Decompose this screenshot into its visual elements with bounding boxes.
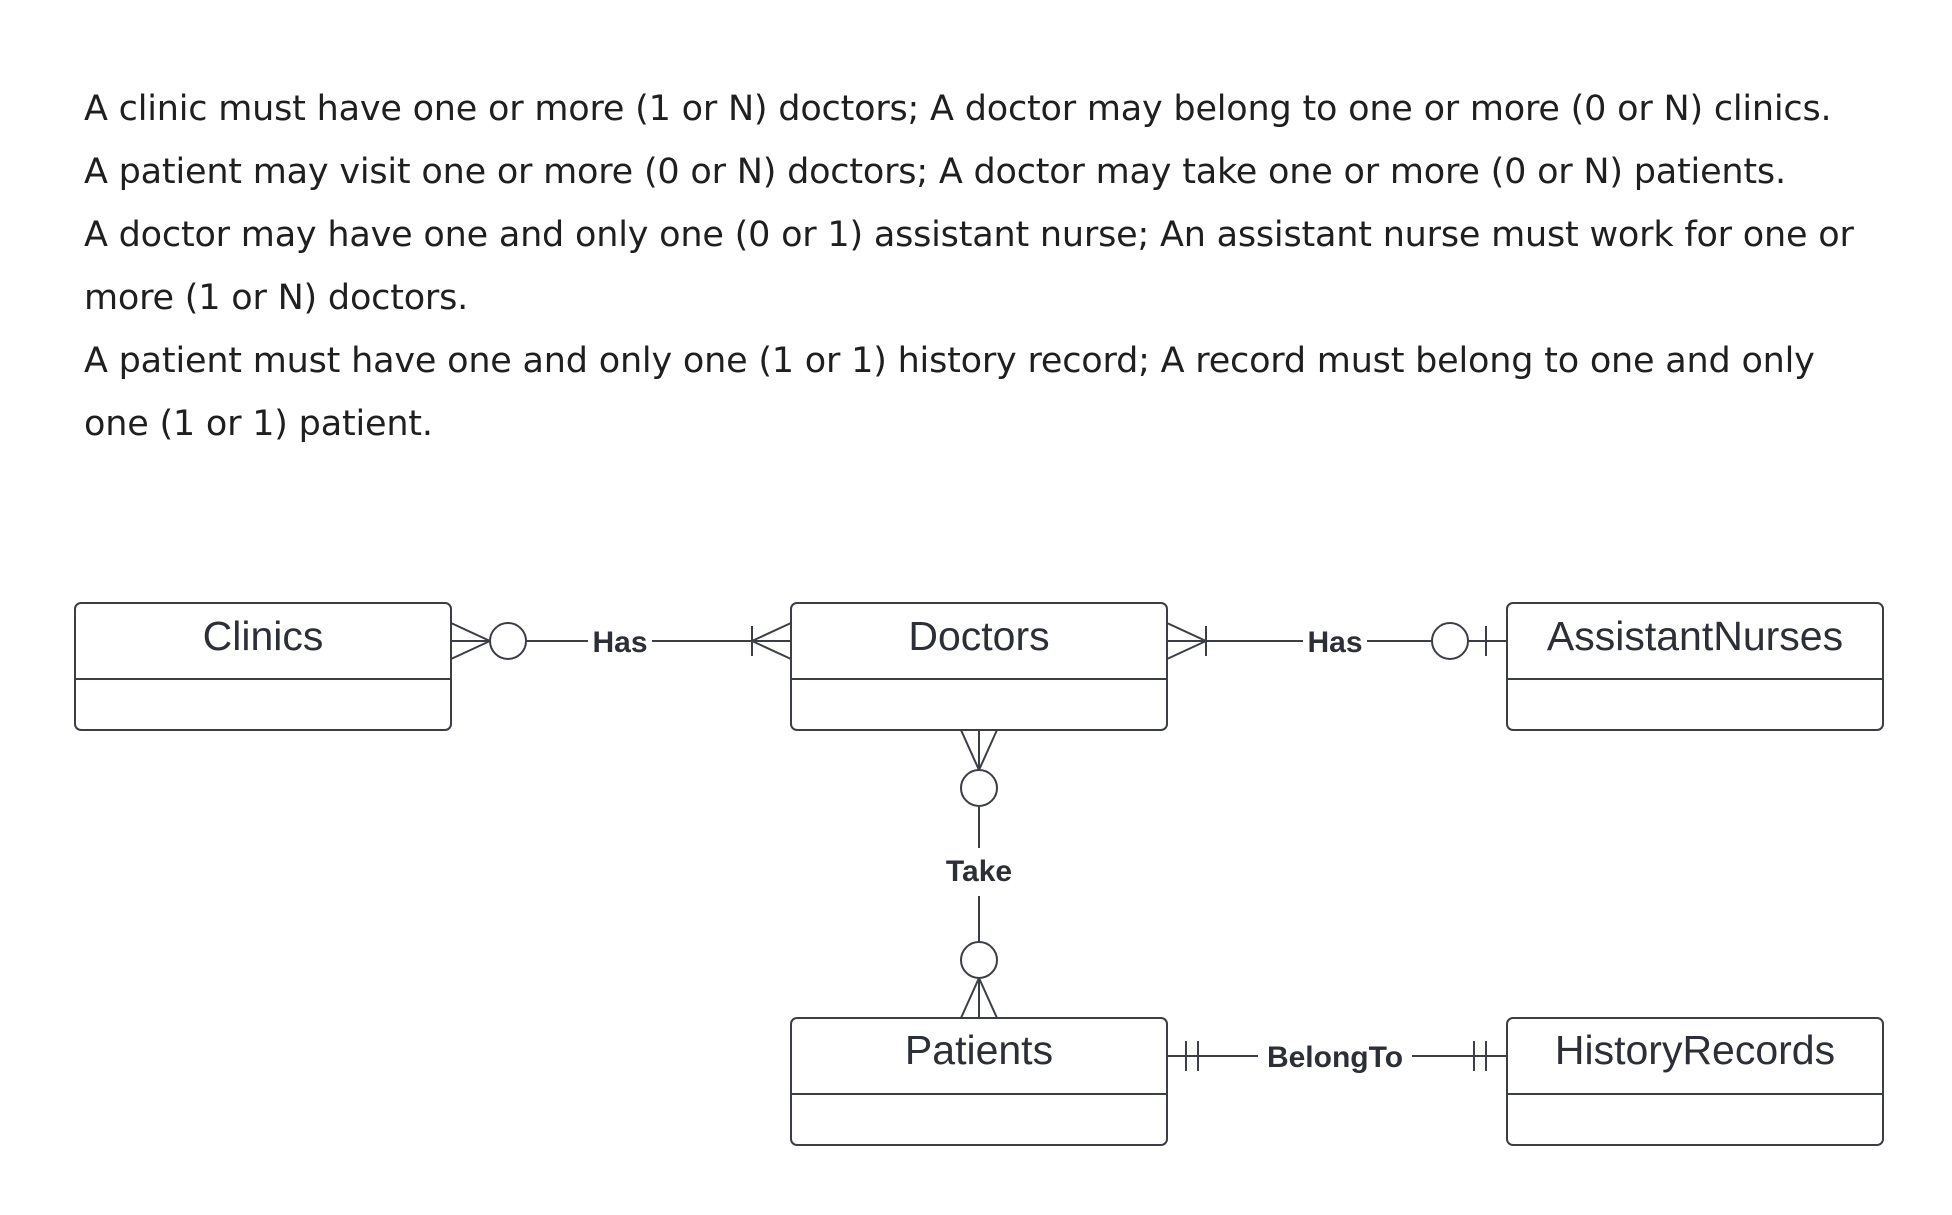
entity-assistant-nurses-title: AssistantNurses bbox=[1547, 613, 1843, 659]
entity-assistant-nurses[interactable]: AssistantNurses bbox=[1506, 602, 1884, 731]
zero-marker-clinics bbox=[489, 622, 527, 660]
entity-clinics[interactable]: Clinics bbox=[74, 602, 452, 731]
relationship-doctors-patients[interactable]: Take bbox=[935, 729, 1023, 1019]
zero-marker-nurses bbox=[1431, 622, 1469, 660]
crowfoot-doctors-upper bbox=[751, 622, 792, 642]
entity-doctors-title: Doctors bbox=[908, 613, 1049, 659]
crowfoot-clinics-lower bbox=[450, 640, 491, 660]
relationship-label-doctors-patients: Take bbox=[946, 855, 1012, 888]
requirements-text: A clinic must have one or more (1 or N) … bbox=[84, 78, 1884, 456]
requirement-doctors-nurses: A doctor may have one and only one (0 or… bbox=[84, 215, 1854, 318]
zero-marker-doctors-patient bbox=[960, 769, 998, 807]
crowfoot-clinics-upper bbox=[450, 622, 491, 642]
entity-patients-title: Patients bbox=[905, 1027, 1053, 1073]
crowfoot-doctors-lower bbox=[751, 640, 792, 660]
relationship-clinics-doctors[interactable]: Has bbox=[450, 620, 792, 660]
requirement-clinics-doctors: A clinic must have one or more (1 or N) … bbox=[84, 89, 1832, 129]
crowfoot-doctors-patient-right bbox=[978, 729, 998, 771]
entity-history-records[interactable]: HistoryRecords bbox=[1506, 1017, 1884, 1146]
zero-marker-patients bbox=[960, 941, 998, 979]
requirement-patients-doctors: A patient may visit one or more (0 or N)… bbox=[84, 152, 1786, 192]
entity-doctors[interactable]: Doctors bbox=[790, 602, 1168, 731]
requirement-patients-records: A patient must have one and only one (1 … bbox=[84, 341, 1815, 444]
relationship-label-patients-records: BelongTo bbox=[1267, 1041, 1403, 1074]
crowfoot-doctors-nurse-lower bbox=[1166, 640, 1207, 660]
entity-history-records-title: HistoryRecords bbox=[1555, 1027, 1835, 1073]
relationship-label-clinics-doctors: Has bbox=[592, 626, 647, 659]
relationship-patients-records[interactable]: BelongTo bbox=[1167, 1034, 1507, 1076]
crowfoot-patients-left bbox=[960, 977, 980, 1019]
relationship-doctors-nurses[interactable]: Has bbox=[1166, 620, 1507, 660]
crowfoot-patients-right bbox=[978, 977, 998, 1019]
crowfoot-doctors-nurse-upper bbox=[1166, 622, 1207, 642]
relationship-label-doctors-nurses: Has bbox=[1307, 626, 1362, 659]
entity-patients[interactable]: Patients bbox=[790, 1017, 1168, 1146]
entity-clinics-title: Clinics bbox=[203, 613, 324, 659]
crowfoot-doctors-patient-left bbox=[960, 729, 980, 771]
